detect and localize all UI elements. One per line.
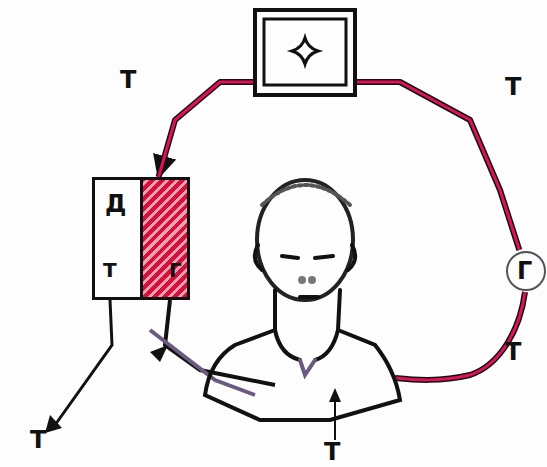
node-letter: Г xyxy=(169,260,182,280)
dialyzer-box: Д Т Г xyxy=(92,177,190,300)
point-label: Т xyxy=(30,428,46,452)
pump-circle: Г xyxy=(505,250,547,292)
circle-outline xyxy=(507,252,545,290)
tube-line xyxy=(395,292,525,380)
star-symbol xyxy=(292,38,318,64)
node-letter: Д xyxy=(105,192,126,216)
tube-line xyxy=(395,292,525,380)
point-label: Т xyxy=(505,75,521,99)
tube-fill xyxy=(159,82,520,250)
point-label: Т xyxy=(120,68,136,92)
point-label: Т xyxy=(505,340,521,364)
tube-line xyxy=(165,300,275,385)
point-label: Т xyxy=(324,440,340,464)
node-letter: Т xyxy=(103,260,117,280)
arrow-head xyxy=(45,415,62,433)
arrow-head xyxy=(329,388,341,402)
tube-line xyxy=(150,330,255,395)
patient-figure xyxy=(205,180,400,420)
monitor-box xyxy=(255,10,355,95)
arrow-head xyxy=(150,345,168,362)
monitor-screen xyxy=(264,19,346,85)
node-letter: Г xyxy=(517,259,532,283)
tube-connector xyxy=(159,82,520,250)
outlet-line xyxy=(55,300,112,425)
tube-outline xyxy=(159,82,520,250)
